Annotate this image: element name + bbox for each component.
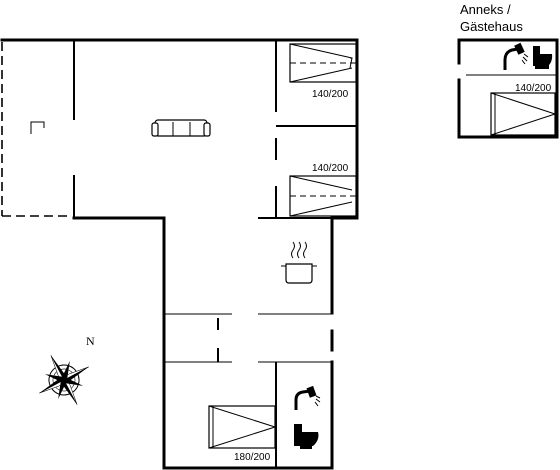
bed-1	[289, 43, 357, 83]
fireplace-icon	[30, 121, 45, 134]
bed-3-size-label: 180/200	[234, 452, 271, 463]
toilet-icon	[294, 424, 319, 449]
main-house-walls	[0, 38, 359, 470]
annex-shower-icon	[503, 42, 529, 70]
annex-title-line1: Anneks /	[460, 2, 511, 17]
annex-walls	[457, 38, 559, 139]
shower-icon	[294, 385, 321, 410]
compass-rose-icon	[39, 355, 89, 405]
north-label: N	[86, 334, 95, 348]
sofa-icon	[151, 119, 211, 137]
annex-bed-size-label: 140/200	[515, 83, 552, 94]
bed-2-size-label: 140/200	[312, 163, 349, 174]
bed-3	[208, 405, 276, 449]
interior-walls	[73, 40, 357, 468]
cooking-pot-icon	[281, 241, 317, 284]
annex-bed	[490, 92, 556, 136]
annex-toilet-icon	[533, 46, 553, 69]
annex-title-line2: Gästehaus	[460, 19, 523, 34]
bed-1-size-label: 140/200	[312, 89, 349, 100]
bed-2	[289, 175, 357, 217]
